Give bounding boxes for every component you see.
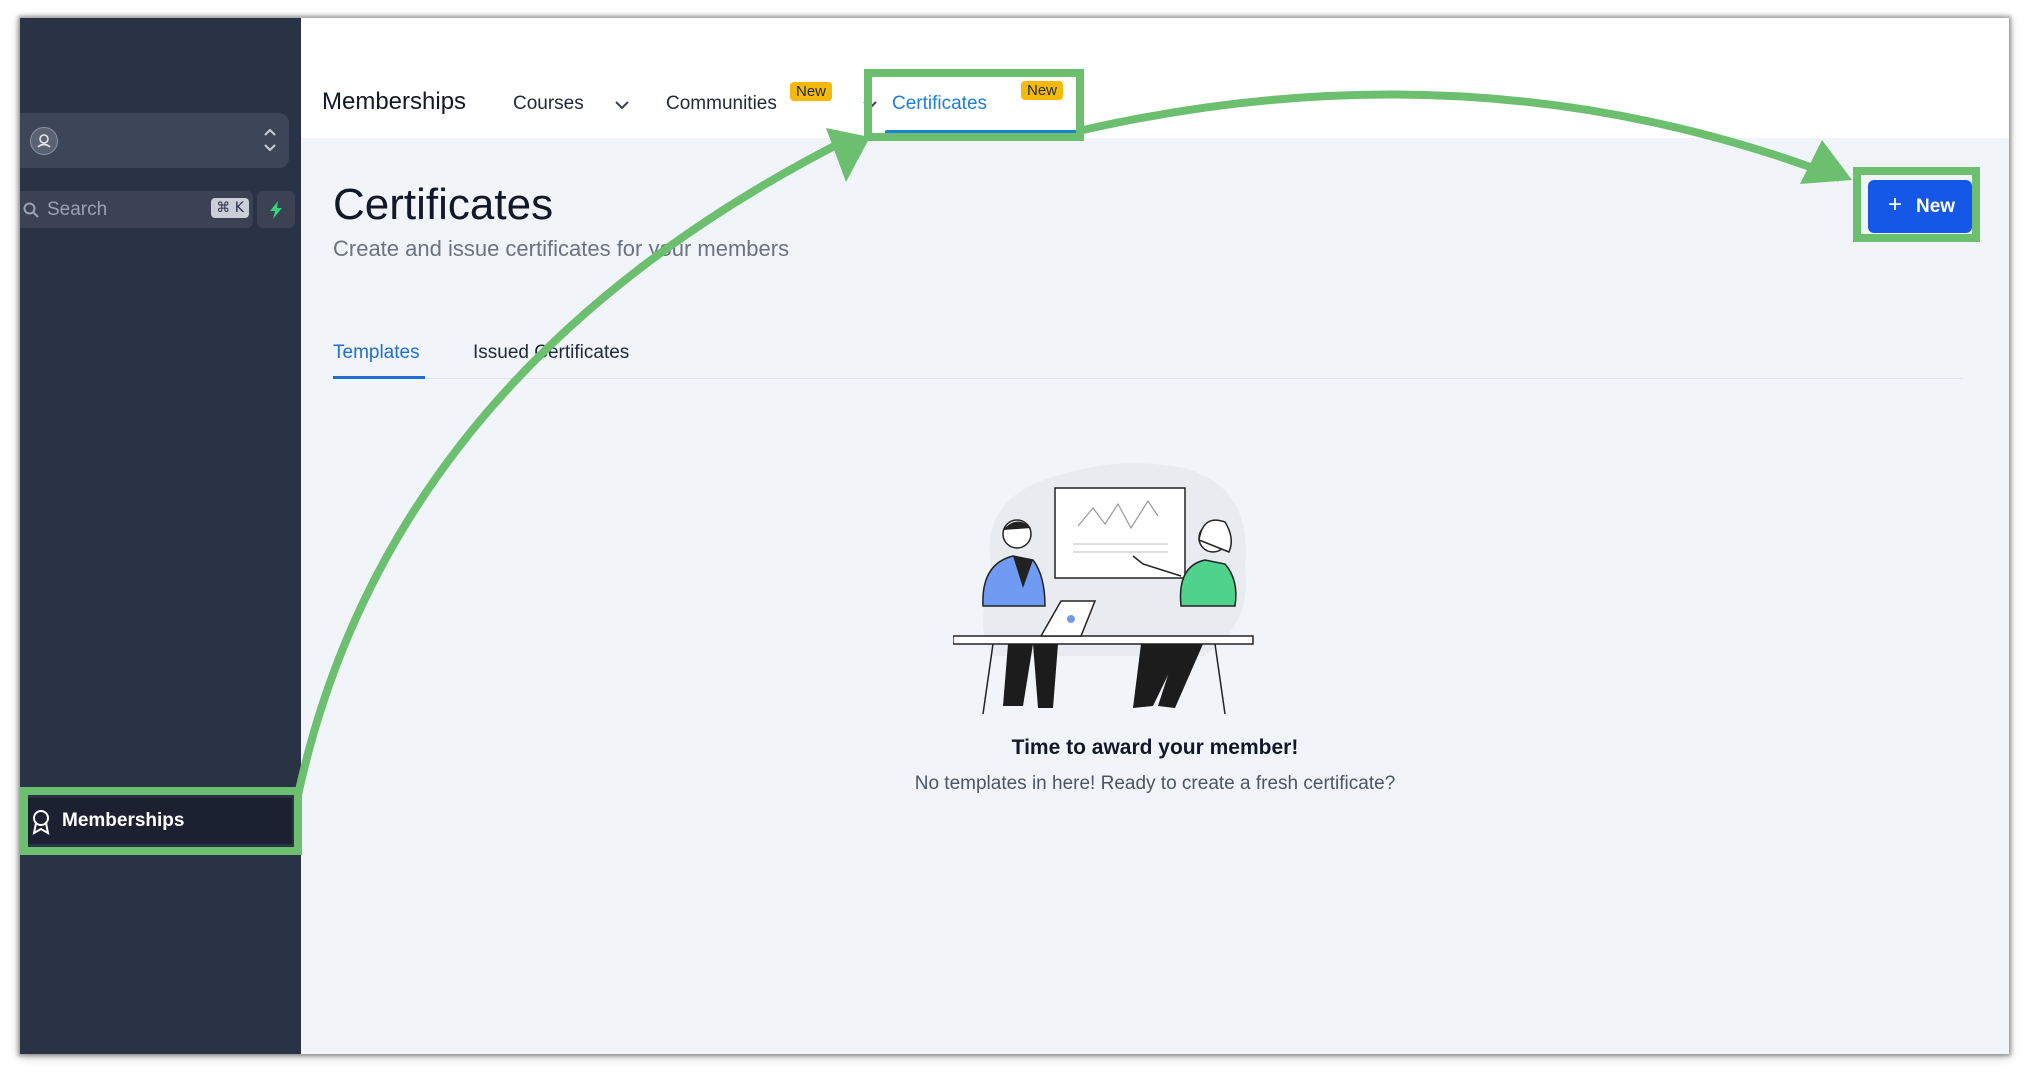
- page-title: Certificates: [333, 180, 554, 229]
- tab-courses[interactable]: Courses: [513, 93, 584, 114]
- tab-templates[interactable]: Templates: [333, 342, 420, 363]
- chevron-down-icon[interactable]: [862, 100, 878, 112]
- main-content: Certificates Create and issue certificat…: [301, 138, 2009, 1054]
- tab-certificates[interactable]: Certificates: [892, 93, 988, 114]
- tab-communities[interactable]: Communities: [666, 93, 777, 114]
- new-badge: New: [1021, 81, 1064, 100]
- award-icon: [32, 810, 50, 835]
- page-subtitle: Create and issue certificates for your m…: [333, 236, 790, 261]
- search-input[interactable]: Search ⌘ K: [20, 191, 253, 228]
- chevron-up-down-icon: [264, 128, 276, 152]
- active-tab-indicator: [885, 130, 1077, 134]
- workspace-avatar-icon: [30, 127, 58, 155]
- plus-icon: +: [1888, 191, 1903, 218]
- tab-issued-certificates[interactable]: Issued Certificates: [473, 342, 630, 363]
- sidebar-item-memberships[interactable]: Memberships: [28, 798, 292, 844]
- search-shortcut-badge: ⌘ K: [211, 198, 249, 218]
- empty-state-illustration: [953, 463, 1254, 715]
- empty-state-title: Time to award your member!: [1011, 736, 1299, 759]
- new-button-label: New: [1916, 196, 1956, 217]
- sidebar-item-label: Memberships: [62, 810, 185, 831]
- chevron-down-icon[interactable]: [614, 100, 630, 112]
- tabs-divider: [333, 378, 1963, 379]
- quick-action-button[interactable]: [257, 191, 295, 228]
- search-icon: [23, 202, 39, 218]
- new-certificate-button[interactable]: + New: [1868, 180, 1972, 233]
- top-navigation: Memberships Courses Communities New Cert…: [301, 18, 2009, 139]
- bolt-icon: [270, 201, 282, 219]
- new-badge: New: [790, 82, 833, 101]
- app-title: Memberships: [322, 88, 467, 115]
- sidebar: Search ⌘ K Memberships: [20, 18, 301, 1054]
- active-subtab-indicator: [333, 376, 425, 379]
- empty-state-message: No templates in here! Ready to create a …: [914, 773, 1396, 794]
- workspace-switcher[interactable]: [20, 113, 289, 168]
- app-window: Search ⌘ K Memberships Memberships Cours…: [20, 18, 2009, 1054]
- search-placeholder: Search: [47, 199, 108, 220]
